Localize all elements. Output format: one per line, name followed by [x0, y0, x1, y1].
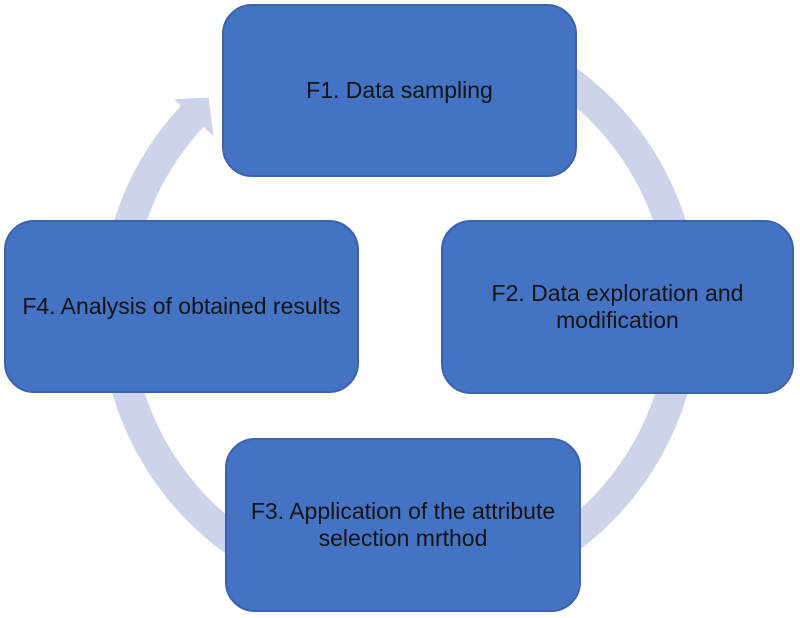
- node-f4-label: F4. Analysis of obtained results: [22, 293, 341, 320]
- node-f4: F4. Analysis of obtained results: [4, 220, 359, 393]
- node-f2-label: F2. Data exploration and modification: [491, 280, 744, 333]
- node-f3: F3. Application of the attribute selecti…: [225, 438, 581, 612]
- connector-arrowhead-f4-to-f1: [112, 97, 214, 236]
- node-f2: F2. Data exploration and modification: [441, 220, 794, 394]
- node-f1: F1. Data sampling: [222, 4, 577, 177]
- node-f3-label: F3. Application of the attribute selecti…: [250, 498, 556, 551]
- node-f1-label: F1. Data sampling: [306, 77, 493, 104]
